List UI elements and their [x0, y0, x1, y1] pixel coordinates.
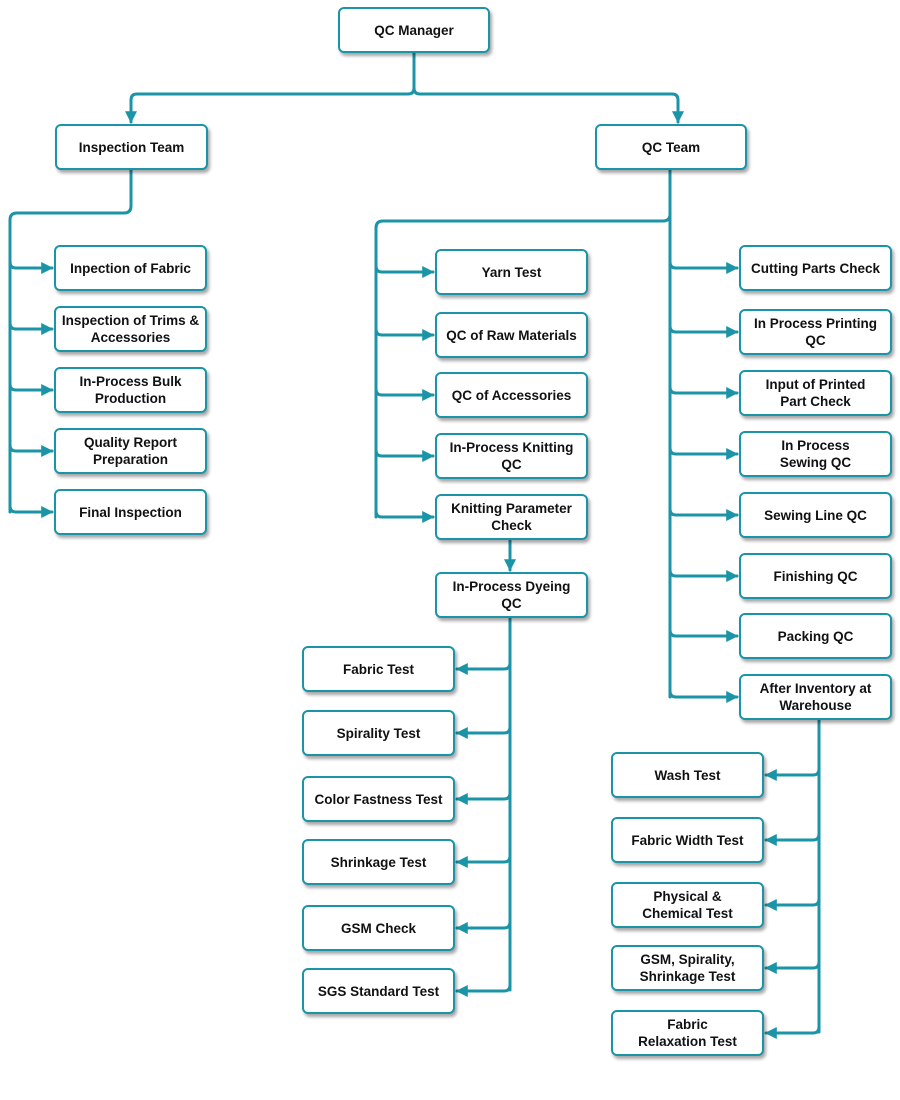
connector-inspection-child-1	[8, 260, 54, 274]
node-fabric-width[interactable]: Fabric Width Test	[611, 817, 764, 863]
connector-right-child-8	[668, 689, 739, 703]
node-packing-qc[interactable]: Packing QC	[739, 613, 892, 659]
connector-inspection-child-4	[8, 443, 54, 457]
connector-manager-inspection	[125, 51, 416, 124]
connector-inspection-child-2	[8, 321, 54, 335]
node-spirality-test[interactable]: Spirality Test	[302, 710, 455, 756]
node-color-fastness[interactable]: Color Fastness Test	[302, 776, 455, 822]
connector-middle-child-3	[374, 387, 435, 401]
connector-right-child-1	[668, 260, 739, 274]
connector-dyeing-child-6	[455, 983, 512, 997]
connector-right-child-2	[668, 324, 739, 338]
connector-right-child-5	[668, 507, 739, 521]
connector-right-child-4	[668, 446, 739, 460]
connector-inspection-child-5	[8, 504, 54, 518]
connector-right-child-3	[668, 385, 739, 399]
node-sewing-line[interactable]: Sewing Line QC	[739, 492, 892, 538]
node-qc-raw-materials[interactable]: QC of Raw Materials	[435, 312, 588, 358]
connector-dyeing-child-1	[455, 661, 512, 675]
connector-warehouse-child-3	[764, 897, 821, 911]
node-in-process-bulk[interactable]: In-Process Bulk Production	[54, 367, 207, 413]
connector-warehouse-child-5	[764, 1025, 821, 1039]
node-after-inventory[interactable]: After Inventory at Warehouse	[739, 674, 892, 720]
connector-middle-child-5	[374, 509, 435, 523]
node-gsm-spirality-shrinkage[interactable]: GSM, Spirality, Shrinkage Test	[611, 945, 764, 991]
node-final-inspection[interactable]: Final Inspection	[54, 489, 207, 535]
connector-dyeing-child-3	[455, 791, 512, 805]
node-in-process-knitting[interactable]: In-Process Knitting QC	[435, 433, 588, 479]
connector-middle-child-1	[374, 264, 435, 278]
node-knitting-parameter[interactable]: Knitting Parameter Check	[435, 494, 588, 540]
connector-manager-qcteam	[412, 86, 684, 124]
node-input-printed[interactable]: Input of Printed Part Check	[739, 370, 892, 416]
node-yarn-test[interactable]: Yarn Test	[435, 249, 588, 295]
connector-dyeing-child-4	[455, 854, 512, 868]
node-quality-report[interactable]: Quality Report Preparation	[54, 428, 207, 474]
connector-middle-child-2	[374, 327, 435, 341]
node-gsm-check[interactable]: GSM Check	[302, 905, 455, 951]
node-qc-manager[interactable]: QC Manager	[338, 7, 490, 53]
node-in-process-sewing[interactable]: In Process Sewing QC	[739, 431, 892, 477]
connector-dyeing-child-5	[455, 920, 512, 934]
node-finishing-qc[interactable]: Finishing QC	[739, 553, 892, 599]
node-qc-accessories[interactable]: QC of Accessories	[435, 372, 588, 418]
connector-right-child-7	[668, 628, 739, 642]
node-in-process-printing[interactable]: In Process Printing QC	[739, 309, 892, 355]
node-shrinkage-test[interactable]: Shrinkage Test	[302, 839, 455, 885]
connector-warehouse-child-4	[764, 960, 821, 974]
node-cutting-parts[interactable]: Cutting Parts Check	[739, 245, 892, 291]
connector-inspection-child-3	[8, 382, 54, 396]
node-wash-test[interactable]: Wash Test	[611, 752, 764, 798]
node-physical-chemical[interactable]: Physical & Chemical Test	[611, 882, 764, 928]
node-in-process-dyeing[interactable]: In-Process Dyeing QC	[435, 572, 588, 618]
node-fabric-test[interactable]: Fabric Test	[302, 646, 455, 692]
connector-dyeing-child-2	[455, 725, 512, 739]
connector-warehouse-child-1	[764, 767, 821, 781]
connector-inspection-trunk	[8, 168, 133, 514]
node-fabric-relaxation[interactable]: Fabric Relaxation Test	[611, 1010, 764, 1056]
node-inspection-of-fabric[interactable]: Inpection of Fabric	[54, 245, 207, 291]
node-sgs-standard[interactable]: SGS Standard Test	[302, 968, 455, 1014]
connector-middle-child-4	[374, 448, 435, 462]
node-qc-team[interactable]: QC Team	[595, 124, 747, 170]
connector-warehouse-child-2	[764, 832, 821, 846]
node-inspection-of-trims[interactable]: Inspection of Trims & Accessories	[54, 306, 207, 352]
connector-right-child-6	[668, 568, 739, 582]
node-inspection-team[interactable]: Inspection Team	[55, 124, 208, 170]
